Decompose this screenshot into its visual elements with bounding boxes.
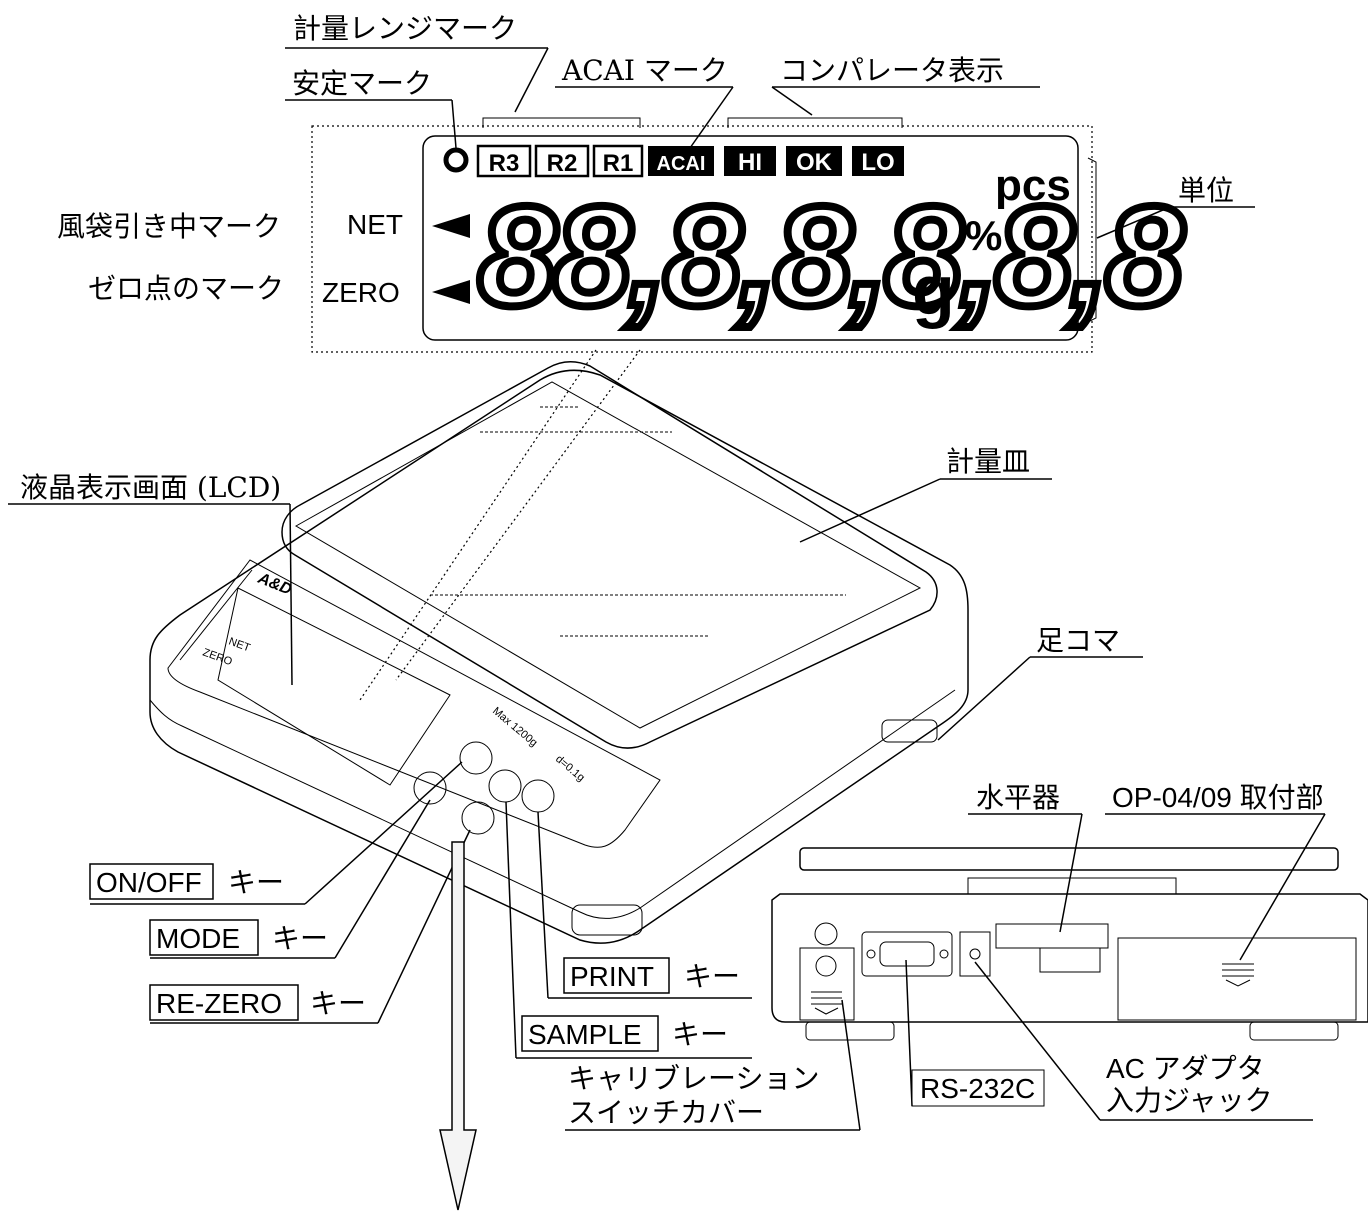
body-callouts: 液晶表示画面 (LCD) 計量皿 足コマ xyxy=(8,445,1143,741)
device-key-print[interactable] xyxy=(521,779,555,813)
unit-bracket xyxy=(1087,157,1097,323)
device-keys xyxy=(413,741,555,835)
scale-body-outline xyxy=(149,369,969,944)
rear-foot-right xyxy=(1249,1021,1339,1041)
spec-d: d=0.1g xyxy=(553,753,587,784)
range-mark-r1: R1 xyxy=(603,150,634,177)
foot-right xyxy=(881,719,938,743)
key-sample-box xyxy=(521,1015,659,1052)
device-key-sample[interactable] xyxy=(488,769,522,803)
key-onoff-suffix: キー xyxy=(228,866,284,899)
callout-net-mark: 風袋引き中マーク xyxy=(57,210,281,243)
range-marks: R3 R2 R1 xyxy=(476,144,644,178)
rear-view xyxy=(771,847,1368,1041)
callout-lcd: 液晶表示画面 (LCD) xyxy=(20,471,281,504)
callout-unit: 単位 xyxy=(1178,174,1234,207)
key-onoff-label: ON/OFF xyxy=(96,867,202,898)
callout-comparator: コンパレータ表示 xyxy=(780,54,1004,87)
lcd-digits: 88,8,8,8,8,8 xyxy=(478,177,1184,336)
top-callouts: 計量レンジマーク 安定マーク ACAI マーク コンパレータ表示 単位 風袋引き… xyxy=(57,12,1255,305)
key-mode-suffix: キー xyxy=(272,922,328,955)
lcd-zero-label: ZERO xyxy=(322,277,400,308)
key-print-suffix: キー xyxy=(684,960,740,993)
callout-cal-cover-2: スイッチカバー xyxy=(568,1096,764,1129)
callout-acai-mark: ACAI マーク xyxy=(561,54,728,87)
callout-foot: 足コマ xyxy=(1036,624,1120,657)
lcd-enlarged-view: R3 R2 R1 ACAI HI OK LO NET ZERO 88,8,8,8… xyxy=(311,125,1192,353)
key-print-box xyxy=(563,957,670,994)
unit-g: g xyxy=(912,251,955,329)
comparator-marks: HI OK LO xyxy=(724,146,904,176)
key-rezero-label: RE-ZERO xyxy=(156,988,282,1019)
device-key-rezero[interactable] xyxy=(461,801,495,835)
key-mode-label: MODE xyxy=(156,923,240,954)
key-sample-suffix: キー xyxy=(672,1018,728,1051)
range-mark-bracket xyxy=(482,117,641,128)
down-arrow-icon xyxy=(439,841,477,1211)
range-mark-r3: R3 xyxy=(489,150,520,177)
acai-mark: ACAI xyxy=(657,153,706,175)
key-onoff-box xyxy=(89,863,214,900)
weighing-pan xyxy=(281,361,938,749)
key-print-label: PRINT xyxy=(570,961,654,992)
cal-switch-cover xyxy=(799,947,855,1021)
key-callouts: ON/OFF キー MODE キー RE-ZERO キー PRINT キー SA… xyxy=(89,761,752,1059)
range-mark-r2: R2 xyxy=(547,150,578,177)
callout-zero-mark: ゼロ点のマーク xyxy=(88,272,284,305)
device-lcd-window xyxy=(217,587,451,786)
rear-pan xyxy=(799,847,1339,871)
acai-mark-bg xyxy=(648,146,714,176)
comparator-hi: HI xyxy=(738,149,762,176)
lcd-panel xyxy=(422,135,1079,341)
callout-stable-mark: 安定マーク xyxy=(292,67,432,100)
comparator-ok: OK xyxy=(796,149,833,176)
key-rezero-box xyxy=(149,984,299,1021)
level-window xyxy=(995,923,1109,949)
lcd-net-label: NET xyxy=(347,209,403,240)
unit-percent: % xyxy=(965,212,1002,259)
unit-pcs: pcs xyxy=(995,161,1071,210)
control-panel-outline xyxy=(167,559,661,848)
stable-mark-icon xyxy=(443,147,469,173)
callout-cal-cover-1: キャリブレーション xyxy=(568,1062,819,1095)
rear-callouts: 水平器 OP-04/09 取付部 RS-232C AC アダプタ 入力ジャック … xyxy=(565,781,1326,1131)
device-key-mode[interactable] xyxy=(413,771,447,805)
callout-ac-adapter-2: 入力ジャック xyxy=(1106,1084,1273,1117)
callout-rs232c: RS-232C xyxy=(920,1073,1035,1104)
key-sample-label: SAMPLE xyxy=(528,1019,642,1050)
net-arrow-icon xyxy=(432,214,470,238)
callout-option-slot: OP-04/09 取付部 xyxy=(1112,782,1324,813)
device-zero-label: ZERO xyxy=(201,647,234,669)
key-rezero-suffix: キー xyxy=(310,987,366,1020)
rear-foot-left xyxy=(805,1021,895,1041)
foot-front xyxy=(571,904,643,936)
lcd-dotted-frame xyxy=(311,125,1093,353)
device-key-onoff[interactable] xyxy=(459,741,493,775)
comparator-bracket xyxy=(727,117,903,128)
rear-hole-icon xyxy=(814,922,838,946)
brand-logo: A&D xyxy=(255,570,295,599)
callout-range-mark: 計量レンジマーク xyxy=(293,12,517,45)
option-slot xyxy=(1117,937,1357,1021)
ac-adapter-jack xyxy=(959,931,991,977)
rear-body xyxy=(771,893,1368,1023)
scale-body-perspective: NET ZERO A&D Max 1200g d=0.1g xyxy=(149,349,969,944)
zero-arrow-icon xyxy=(432,280,470,304)
key-mode-box xyxy=(149,919,259,956)
callout-ac-adapter-1: AC アダプタ xyxy=(1106,1053,1265,1084)
comparator-lo: LO xyxy=(861,149,894,176)
device-net-label: NET xyxy=(227,636,252,655)
callout-level: 水平器 xyxy=(976,781,1060,814)
callout-weighing-pan: 計量皿 xyxy=(946,445,1030,478)
